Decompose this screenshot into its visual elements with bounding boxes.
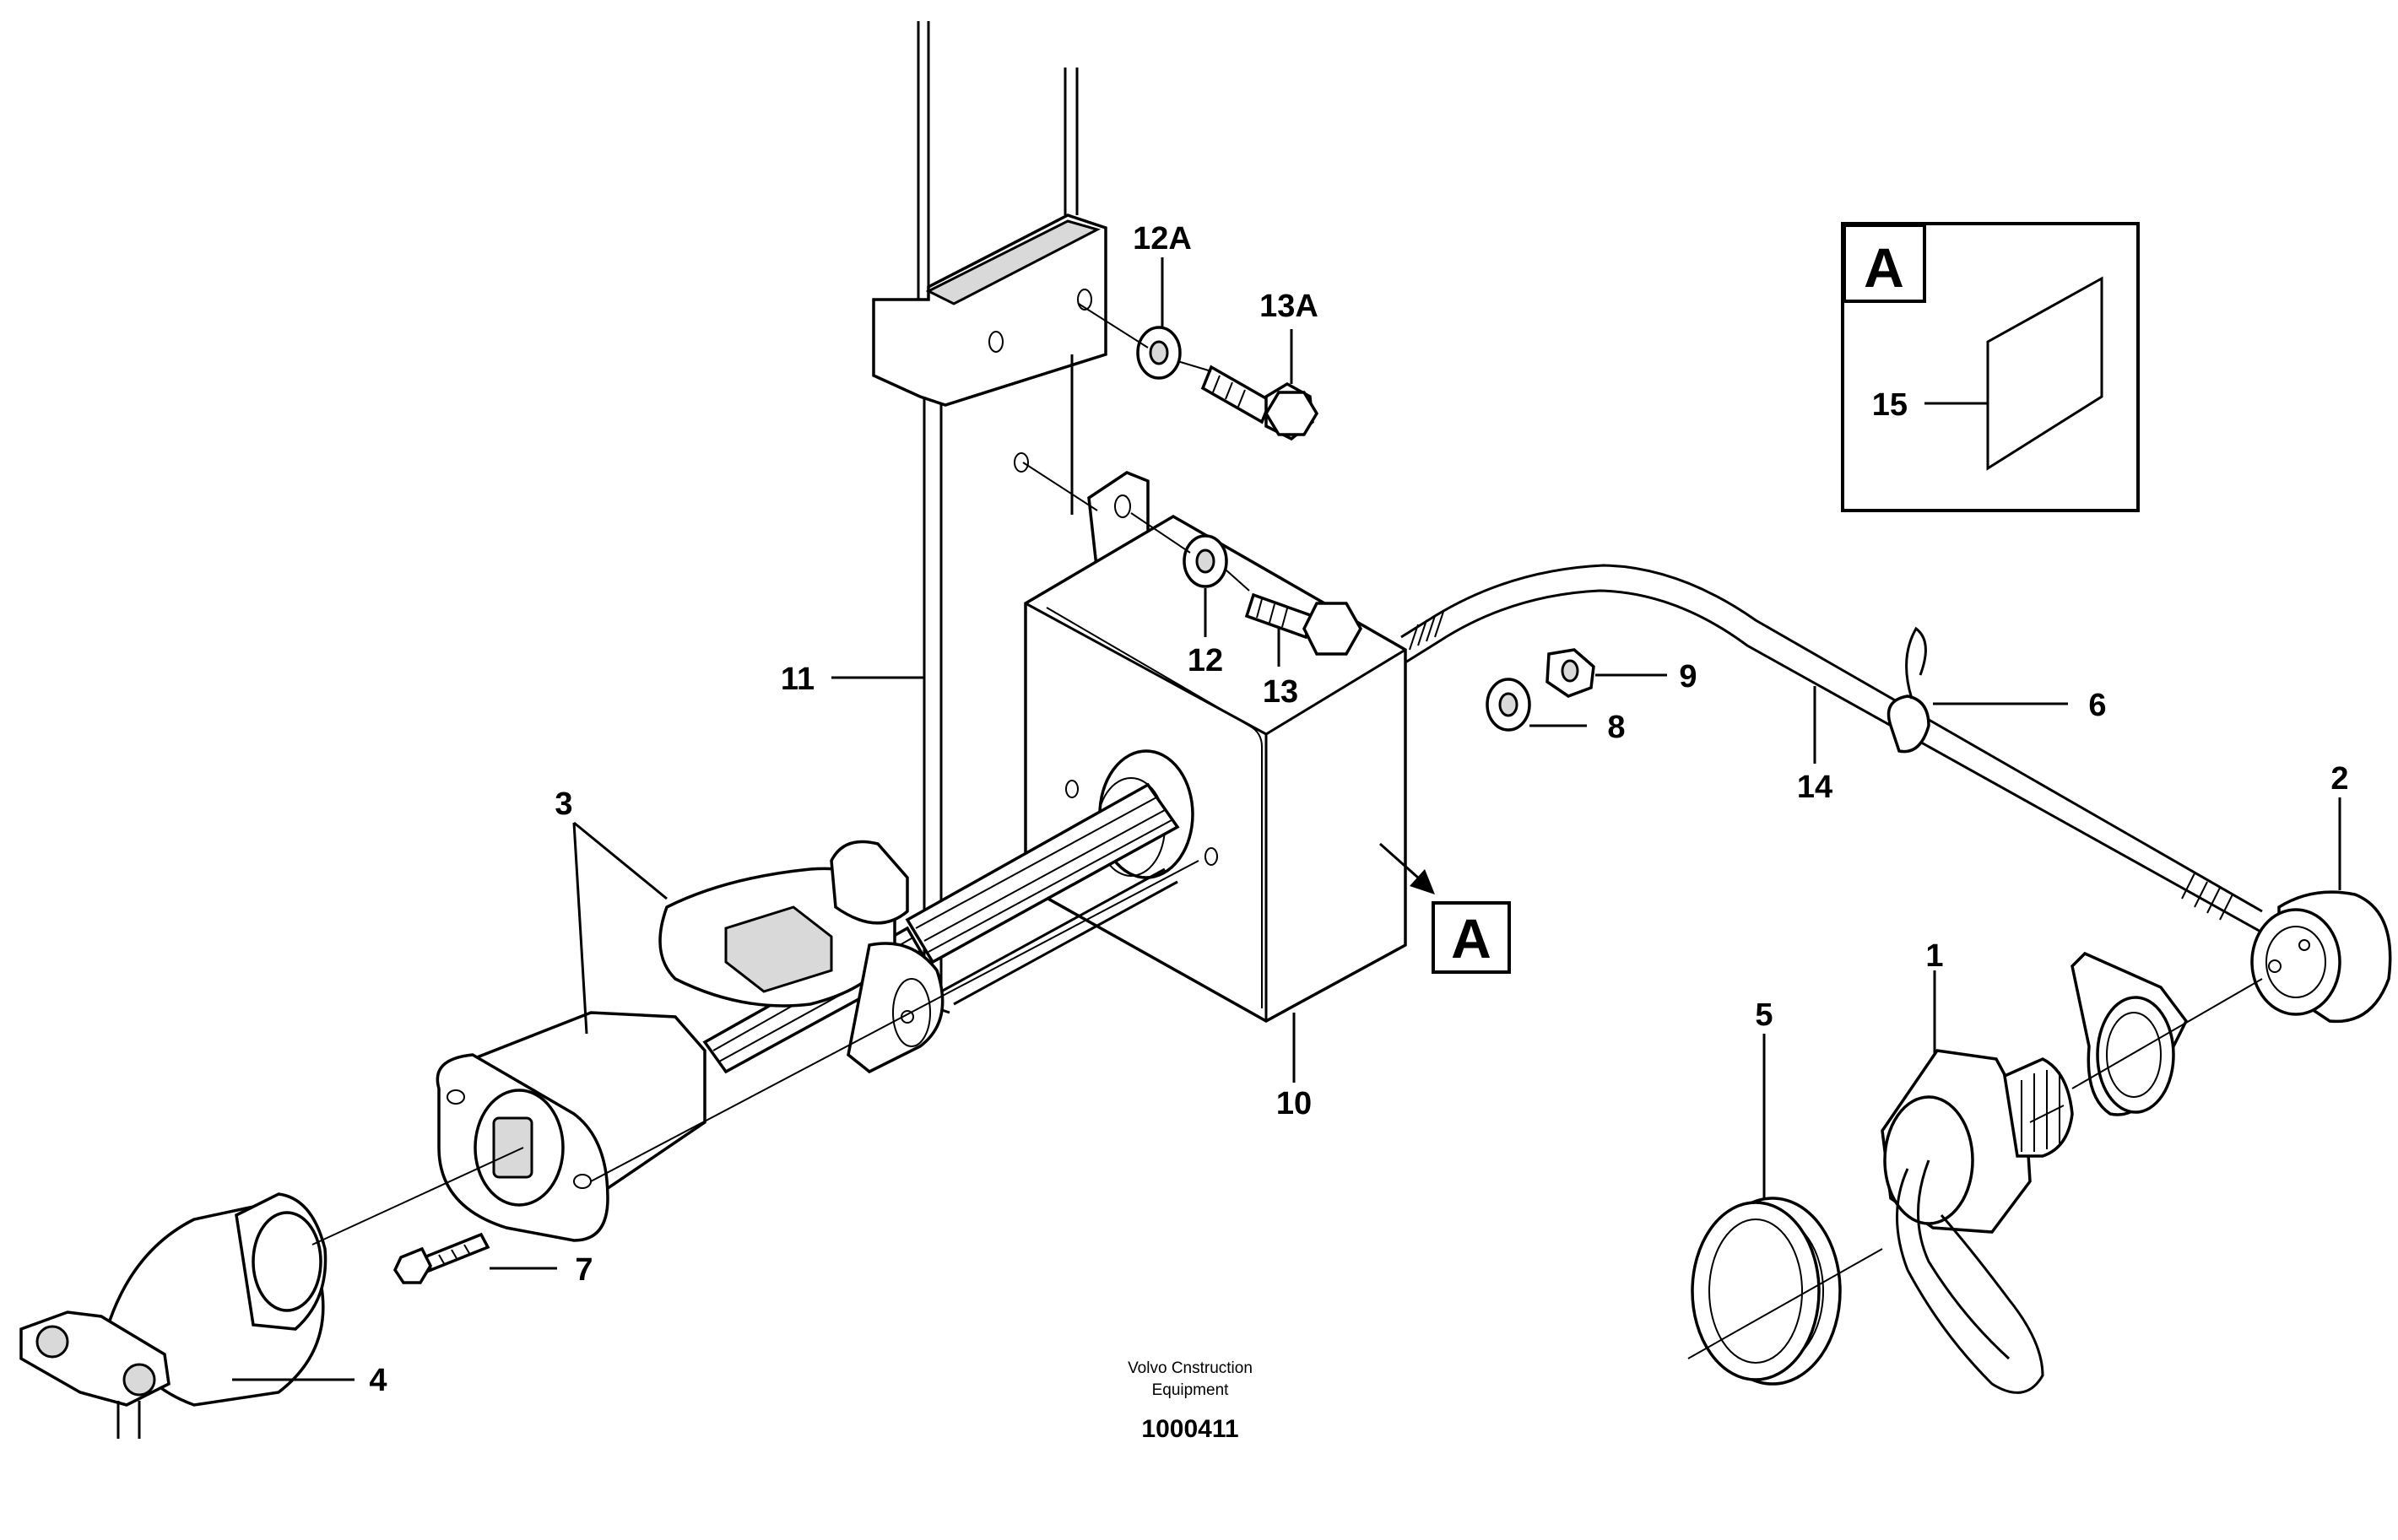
detail-view-a: A 15: [1841, 222, 2140, 512]
detail-marker-a: A: [1379, 842, 1511, 974]
bushing: [1881, 1049, 2074, 1394]
callout-13a: 13A: [1259, 289, 1318, 324]
callout-1: 1: [1925, 938, 1943, 974]
callout-10: 10: [1276, 1086, 1312, 1121]
plug: [19, 1192, 327, 1439]
leader-lines: [232, 257, 2341, 1381]
footer: Volvo Cnstruction Equipment 1000411: [1128, 1359, 1253, 1443]
callout-9: 9: [1679, 659, 1697, 694]
screw: [392, 1232, 490, 1284]
callout-14: 14: [1797, 770, 1832, 805]
credit-line-1: Volvo Cnstruction: [1128, 1359, 1253, 1377]
callout-13: 13: [1263, 674, 1298, 710]
credit-line-2: Equipment: [1152, 1381, 1230, 1399]
cable: [1400, 564, 2263, 934]
assembly-axes: [311, 303, 2263, 1359]
callout-5: 5: [1755, 997, 1773, 1033]
upper-washer-bolt: [1136, 326, 1319, 441]
callout-6: 6: [2088, 688, 2106, 723]
callout-12: 12: [1188, 643, 1223, 678]
callout-8: 8: [1607, 710, 1625, 745]
detail-box-letter: A: [1864, 236, 1904, 299]
drawing-number: 1000411: [1141, 1415, 1238, 1443]
callout-3: 3: [555, 786, 572, 822]
lock-ring: [2071, 951, 2189, 1116]
socket-housing: [436, 1011, 706, 1242]
callout-12a: 12A: [1133, 221, 1192, 257]
seal-ring: [1691, 1197, 1842, 1386]
socket-insert: [2250, 890, 2392, 1024]
callouts: 1 2 3 4 5 6 7 8 9 10 11 12 12A 13 13A 14: [369, 221, 2348, 1398]
socket-cover: [658, 840, 945, 1074]
lower-washer-bolt: [1183, 534, 1363, 656]
callout-4: 4: [369, 1363, 387, 1398]
callout-15: 15: [1872, 387, 1908, 423]
callout-11: 11: [781, 662, 815, 697]
control-box: [1024, 514, 1407, 1024]
detail-marker-letter: A: [1451, 907, 1491, 970]
callout-7: 7: [575, 1252, 593, 1288]
callout-2: 2: [2330, 761, 2348, 797]
washer-nut: [1486, 648, 1595, 732]
